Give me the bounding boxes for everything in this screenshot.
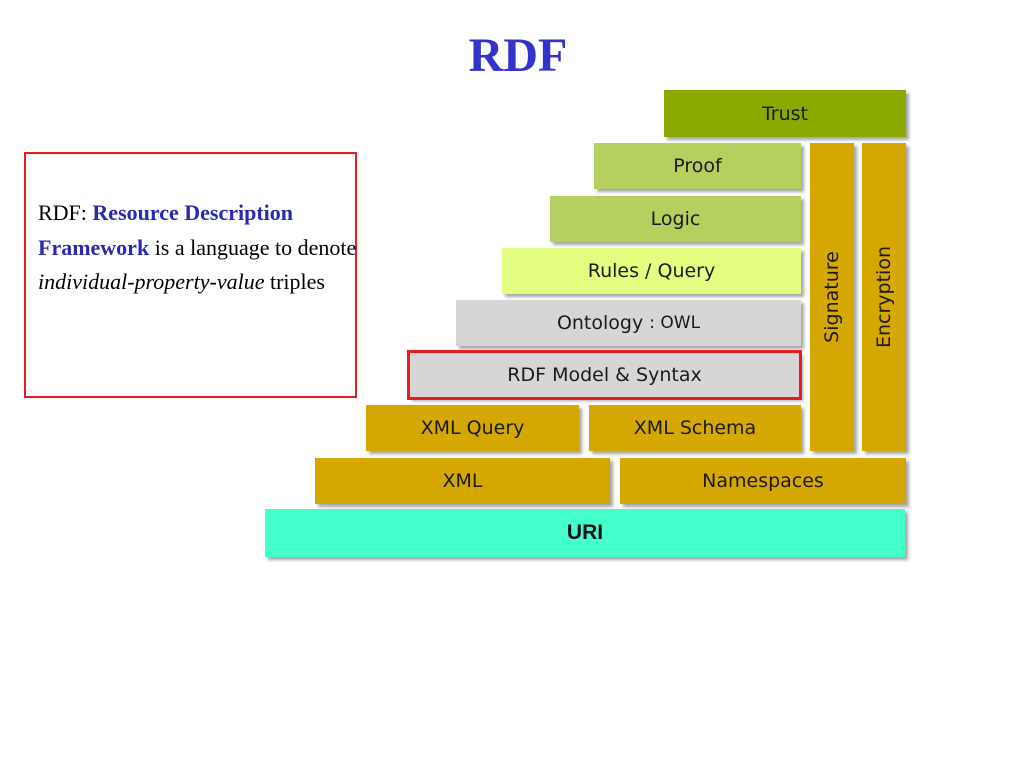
definition-line-2: triples: [264, 269, 325, 294]
layer-xml-query-label: XML Query: [420, 417, 525, 439]
layer-proof-label: Proof: [673, 155, 722, 177]
layer-uri-label: URI: [566, 521, 604, 544]
layer-rules-query-label: Rules / Query: [587, 260, 716, 282]
layer-ontology-suffix: : OWL: [649, 313, 701, 333]
layer-trust: Trust: [664, 90, 906, 137]
layer-rules-query: Rules / Query: [502, 248, 801, 294]
layer-namespaces-label: Namespaces: [702, 470, 824, 492]
layer-xml-schema-label: XML Schema: [633, 417, 757, 439]
slide-title: RDF: [468, 29, 568, 82]
layer-namespaces: Namespaces: [620, 458, 906, 504]
layer-xml-query: XML Query: [366, 405, 579, 451]
rdf-expansion: Resource Description Framework: [38, 200, 294, 260]
layer-xml-schema: XML Schema: [589, 405, 801, 451]
layer-logic-label: Logic: [650, 208, 701, 230]
layer-logic: Logic: [550, 196, 801, 242]
definition-line-1: is a language to denote: [149, 234, 357, 260]
layer-proof: Proof: [594, 143, 801, 189]
layer-trust-label: Trust: [761, 102, 808, 125]
layer-rdf-model-syntax: RDF Model & Syntax: [409, 352, 800, 398]
layer-ontology-label: Ontology: [556, 312, 644, 334]
layer-xml-label: XML: [442, 470, 483, 492]
definition-text: RDF: Resource Description Framework is a…: [38, 196, 358, 300]
column-signature: Signature: [810, 143, 854, 451]
layer-uri: URI: [265, 509, 905, 557]
layer-ontology: Ontology : OWL: [456, 300, 801, 346]
layer-rdf-model-label: RDF Model & Syntax: [507, 364, 702, 386]
rdf-layer-highlight: [407, 350, 802, 400]
column-encryption: Encryption: [862, 143, 906, 451]
column-signature-label: Signature: [821, 251, 843, 343]
definition-callout: RDF: Resource Description Framework is a…: [24, 152, 357, 398]
rdf-prefix: RDF:: [38, 200, 93, 225]
column-encryption-label: Encryption: [873, 245, 895, 349]
layer-xml: XML: [315, 458, 610, 504]
triple-term: individual-property-value: [38, 269, 265, 294]
